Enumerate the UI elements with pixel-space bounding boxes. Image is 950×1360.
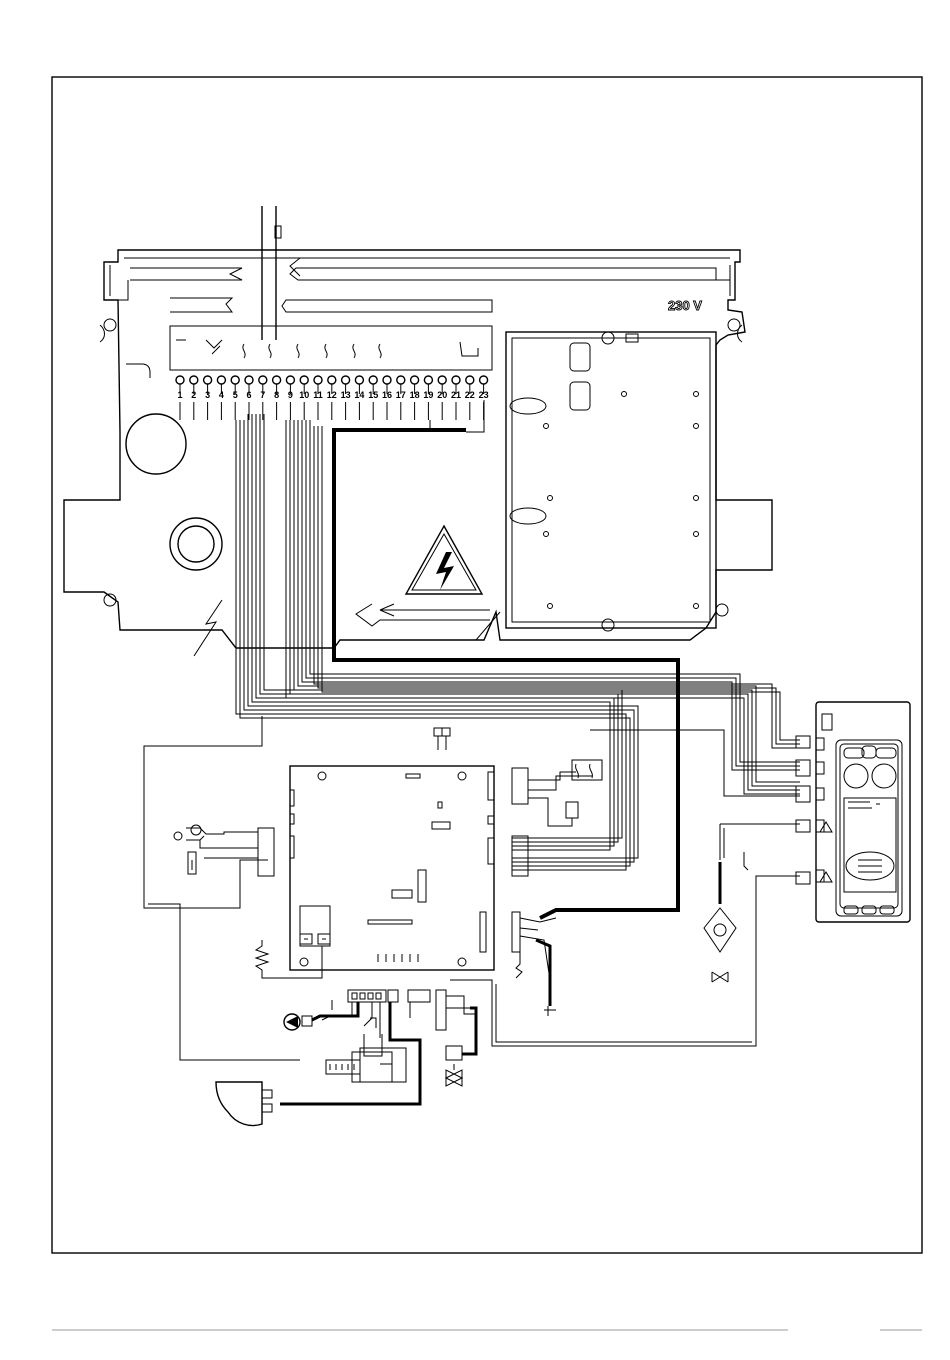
panel-connectors bbox=[796, 736, 832, 884]
terminal-label-23: 23 bbox=[479, 390, 489, 400]
terminal-label-13: 13 bbox=[341, 390, 351, 400]
terminal-9 bbox=[286, 376, 294, 384]
terminal-8 bbox=[273, 376, 281, 384]
terminal-4 bbox=[217, 376, 225, 384]
terminal-label-15: 15 bbox=[368, 390, 378, 400]
terminal-1 bbox=[176, 376, 184, 384]
terminal-21 bbox=[452, 376, 460, 384]
circulation-pump-icon bbox=[284, 1014, 312, 1030]
terminal-14 bbox=[355, 376, 363, 384]
terminal-label-22: 22 bbox=[465, 390, 475, 400]
terminal-label-12: 12 bbox=[327, 390, 337, 400]
terminal-17 bbox=[397, 376, 405, 384]
control-panel bbox=[816, 702, 910, 922]
terminal-label-1: 1 bbox=[177, 390, 182, 400]
pcb-right-connectors bbox=[516, 760, 602, 1016]
terminal-16 bbox=[383, 376, 391, 384]
terminal-15 bbox=[369, 376, 377, 384]
fan-blower-icon bbox=[216, 1082, 272, 1126]
terminal-11 bbox=[314, 376, 322, 384]
terminal-13 bbox=[342, 376, 350, 384]
diagram-frame bbox=[52, 77, 922, 1253]
voltage-label: 230 V bbox=[668, 298, 702, 313]
terminal-20 bbox=[438, 376, 446, 384]
terminal-label-20: 20 bbox=[437, 390, 447, 400]
terminal-label-14: 14 bbox=[354, 390, 364, 400]
terminal-18 bbox=[411, 376, 419, 384]
terminal-label-19: 19 bbox=[423, 390, 433, 400]
terminal-5 bbox=[231, 376, 239, 384]
supply-cable bbox=[262, 206, 300, 340]
terminal-19 bbox=[424, 376, 432, 384]
terminal-label-4: 4 bbox=[219, 390, 224, 400]
terminal-label-5: 5 bbox=[233, 390, 238, 400]
terminal-label-10: 10 bbox=[299, 390, 309, 400]
terminal-23 bbox=[480, 376, 488, 384]
terminal-label-17: 17 bbox=[396, 390, 406, 400]
lower-connectors bbox=[280, 990, 476, 1104]
terminal-3 bbox=[204, 376, 212, 384]
junction-box bbox=[64, 250, 772, 656]
pcb-mounting-plate bbox=[506, 332, 716, 631]
high-voltage-warning-icon bbox=[406, 526, 482, 594]
wire-harness bbox=[144, 400, 800, 1060]
terminal-10 bbox=[300, 376, 308, 384]
terminal-label-8: 8 bbox=[274, 390, 279, 400]
gas-valve-icon bbox=[704, 852, 748, 982]
terminal-label-9: 9 bbox=[288, 390, 293, 400]
terminal-2 bbox=[190, 376, 198, 384]
terminal-label-18: 18 bbox=[410, 390, 420, 400]
terminal-label-11: 11 bbox=[313, 390, 323, 400]
terminal-label-7: 7 bbox=[260, 390, 265, 400]
three-way-valve-icon bbox=[446, 1046, 462, 1086]
terminal-12 bbox=[328, 376, 336, 384]
terminal-label-6: 6 bbox=[246, 390, 251, 400]
temperature-sensor-icon bbox=[174, 825, 258, 874]
terminal-label-16: 16 bbox=[382, 390, 392, 400]
terminal-label-2: 2 bbox=[191, 390, 196, 400]
terminal-22 bbox=[466, 376, 474, 384]
terminal-6 bbox=[245, 376, 253, 384]
main-control-board bbox=[258, 728, 528, 970]
terminal-7 bbox=[259, 376, 267, 384]
terminal-label-3: 3 bbox=[205, 390, 210, 400]
terminal-label-21: 21 bbox=[451, 390, 461, 400]
